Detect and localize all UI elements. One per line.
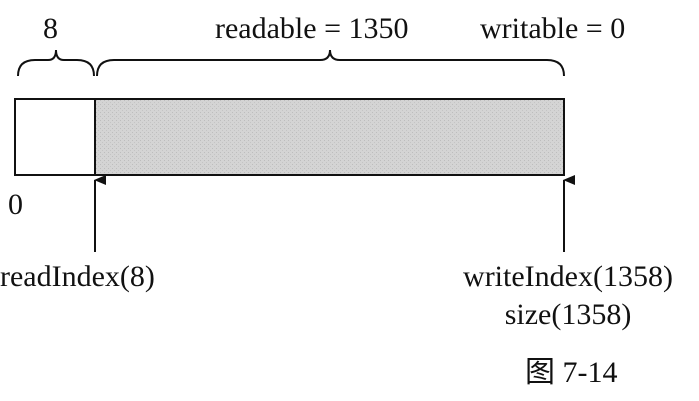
prepend-segment [14, 98, 96, 176]
readable-size-label: readable = 1350 [215, 12, 409, 45]
figure-caption: 图 7-14 [525, 356, 618, 389]
readable-brace [96, 49, 565, 77]
read-index-label: readIndex(8) [0, 260, 155, 293]
readable-segment [94, 98, 565, 176]
write-index-label: writeIndex(1358) [463, 260, 673, 293]
origin-label: 0 [8, 188, 23, 221]
size-label: size(1358) [504, 298, 632, 331]
prepend-brace [17, 49, 95, 77]
prepend-size-label: 8 [43, 12, 58, 45]
writable-size-label: writable = 0 [480, 12, 626, 45]
